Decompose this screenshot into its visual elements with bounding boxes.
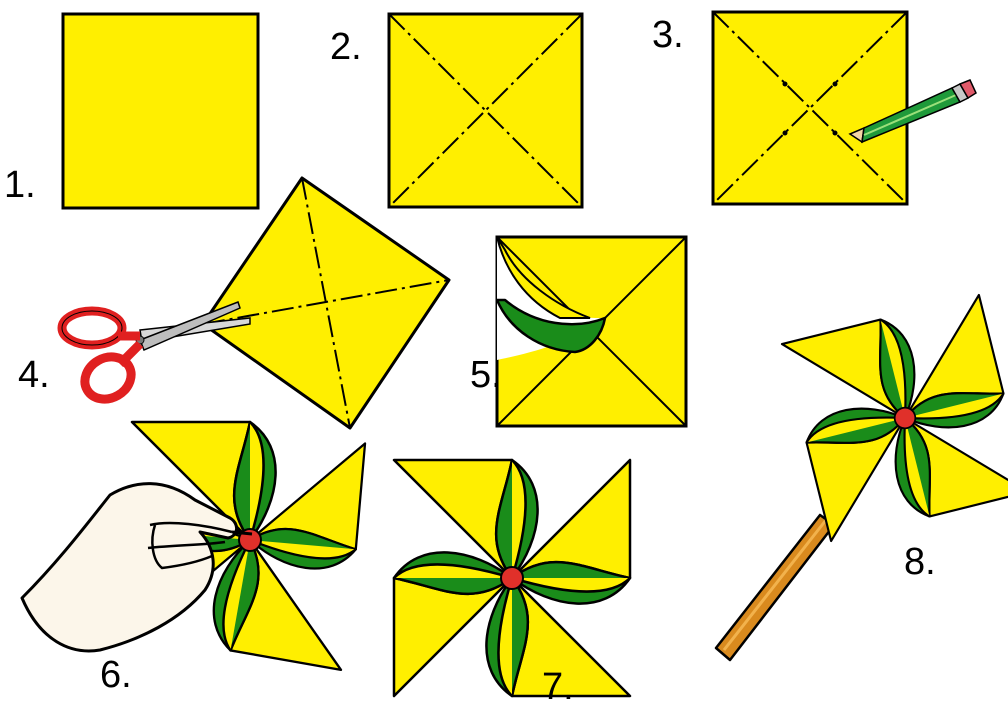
step-number-3: 3.: [652, 16, 684, 54]
step8-pinwheel-stick: [716, 295, 1008, 660]
step7-pinwheel: [394, 460, 630, 696]
step5-folded-square: [497, 237, 686, 426]
step-number-6: 6.: [100, 656, 132, 694]
step3-square-marks: [713, 12, 907, 204]
step-number-8: 8.: [904, 543, 936, 581]
step-number-7: 7.: [542, 668, 574, 706]
step-number-1: 1.: [4, 166, 36, 204]
step1-square: [63, 14, 258, 208]
step-number-4: 4.: [18, 356, 50, 394]
step4-diamond: [203, 178, 449, 428]
step2-square-diagonals: [389, 14, 582, 207]
step-number-2: 2.: [330, 28, 362, 66]
step-number-5: 5.: [470, 356, 502, 394]
